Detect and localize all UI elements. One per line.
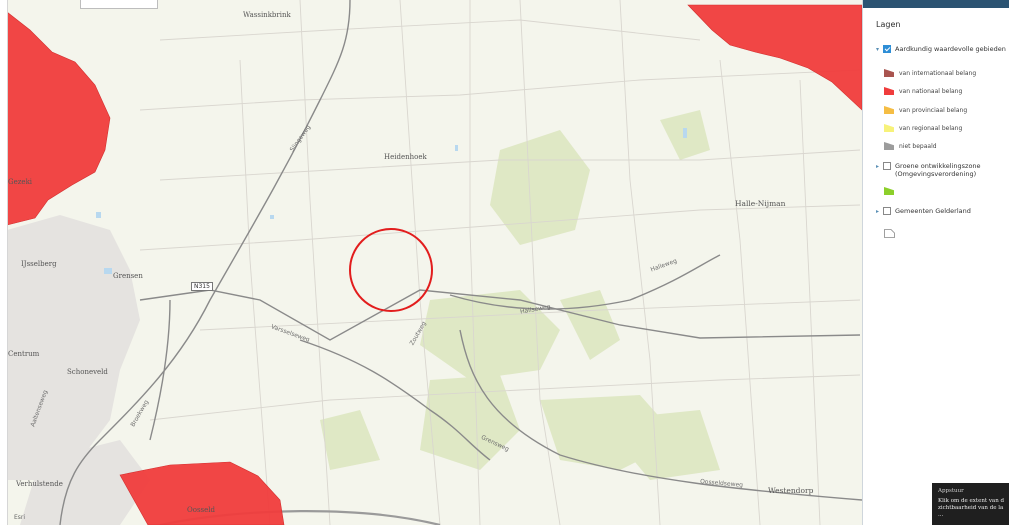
tooltip-line: Klik om de extent van d [938,498,1005,504]
legend-label: van provinciaal belang [899,106,968,114]
legend-swatch-groene [884,187,894,195]
layer-checkbox[interactable] [883,207,891,215]
map-view[interactable]: Wassinkbrink Heidenhoek Halle-Nijman IJs… [0,0,862,525]
expand-icon[interactable]: ▾ [876,46,880,53]
minor-roads [139,0,861,525]
legend-label: van nationaal belang [899,87,963,95]
legend-item: van internationaal belang [884,69,976,77]
panel-title: Lagen [876,20,901,29]
legend-item: van provinciaal belang [884,106,967,114]
layer-aardkundig[interactable]: ▾ Aardkundig waardevolle gebieden [876,45,1006,53]
urban-area [7,215,150,525]
layer-groene-ontwikkelingszone[interactable]: ▸ Groene ontwikkelingszone (Omgevingsver… [876,162,1000,178]
place-label: Westendorp [768,486,814,495]
map-left-edge [0,0,8,525]
water-features [96,128,687,274]
layers-panel: Lagen ▾ Aardkundig waardevolle gebieden … [862,0,1009,525]
legend-label: niet bepaald [899,142,937,150]
municipality-outline-icon [884,229,895,238]
tooltip-line: ... [938,512,944,518]
tooltip-title: Appstuur [938,488,964,494]
woodland-areas [320,110,720,480]
legend-swatch [884,87,894,95]
place-label: Grensen [113,272,143,280]
place-label: Wassinkbrink [243,11,291,19]
place-label: Schoneveld [67,368,108,376]
place-label: IJsselberg [21,260,57,268]
layer-checkbox[interactable] [883,162,891,170]
legend-item: van nationaal belang [884,87,962,95]
expand-icon[interactable]: ▸ [876,208,880,215]
place-label: Verhulstende [16,480,63,488]
legend-item [884,187,899,195]
layer-label: Gemeenten Gelderland [895,207,971,215]
legend-swatch [884,124,894,132]
nationaal-belang-areas [6,4,862,525]
legend-item: niet bepaald [884,142,937,150]
search-box[interactable] [80,0,158,9]
expand-icon[interactable]: ▸ [876,163,880,170]
layer-gemeenten[interactable]: ▸ Gemeenten Gelderland [876,207,971,215]
tooltip-line: zichtbaarheid van de la [938,505,1004,511]
map-canvas[interactable] [0,0,862,525]
place-label: Centrum [8,350,40,358]
highlight-circle [349,228,433,312]
road-shield-n315: N315 [191,282,213,291]
main-roads [59,0,862,525]
place-label: Halle-Nijman [735,199,786,208]
layer-label: Groene ontwikkelingszone (Omgevingsveror… [895,162,981,178]
legend-item: van regionaal belang [884,124,962,132]
place-label: Heidenhoek [384,153,427,161]
legend-label: van internationaal belang [899,69,977,77]
panel-header-bar [863,0,1009,8]
legend-item [884,229,895,238]
legend-swatch [884,106,894,114]
layer-checkbox[interactable] [883,45,891,53]
place-label: Gezeki [8,178,33,186]
legend-swatch [884,142,894,150]
place-label: Oosseld [187,506,215,514]
layer-label: Aardkundig waardevolle gebieden [895,45,1006,53]
legend-swatch [884,69,894,77]
legend-label: van regionaal belang [899,124,963,132]
tooltip: Appstuur Klik om de extent van d zichtba… [932,483,1009,525]
map-credit: Esri [14,514,26,521]
